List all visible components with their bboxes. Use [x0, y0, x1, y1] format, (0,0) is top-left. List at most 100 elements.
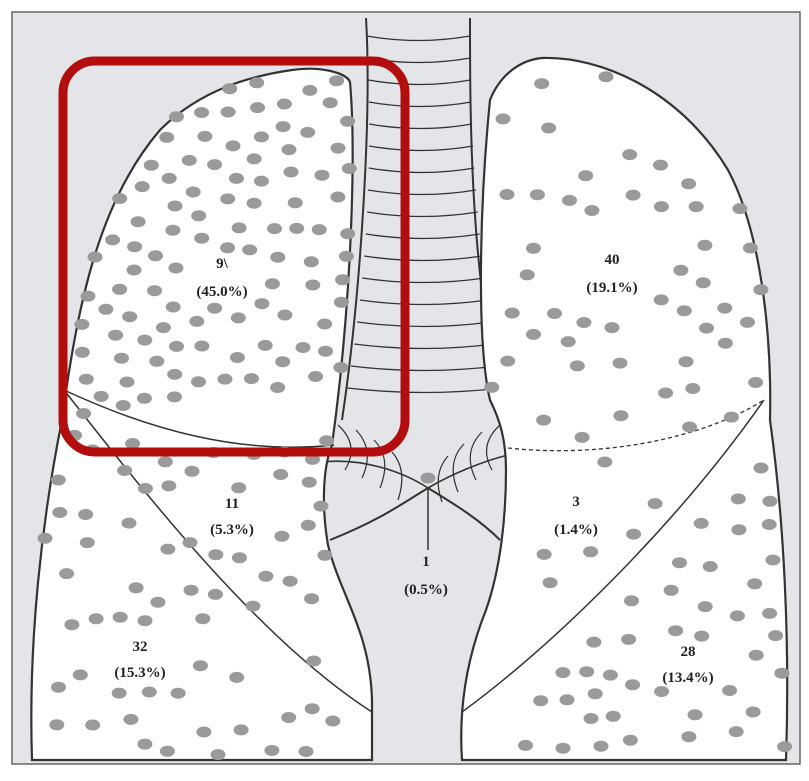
nodule-dot-left-upper [530, 189, 545, 200]
nodule-dot-left-upper [732, 203, 747, 214]
nodule-dot-right-lower [150, 597, 165, 608]
nodule-dot-left-lower [681, 731, 696, 742]
nodule-dot-right-upper [282, 144, 297, 155]
label-right-lower-count: 32 [133, 639, 148, 655]
nodule-dot-right-upper [105, 234, 120, 245]
nodule-dot-right-upper [127, 265, 142, 276]
nodule-dot-left-lower [668, 625, 683, 636]
nodule-dot-right-upper [98, 304, 113, 315]
nodule-dot-right-upper [250, 102, 265, 113]
nodule-dot-right-lower [183, 537, 198, 548]
nodule-dot-right-middle [274, 531, 289, 542]
nodule-dot-left-upper [699, 323, 714, 334]
label-right-lower-percent: (15.3%) [114, 665, 165, 681]
nodule-dot-right-upper [277, 310, 292, 321]
nodule-dot-right-middle [301, 520, 316, 531]
nodule-dot-left-upper [677, 305, 692, 316]
nodule-dot-right-upper [144, 160, 159, 171]
nodule-dot-right-middle [319, 435, 334, 446]
nodule-dot-left-upper [748, 377, 763, 388]
nodule-dot-right-upper [333, 362, 348, 373]
nodule-dot-right-upper [276, 121, 291, 132]
nodule-dot-right-upper [229, 173, 244, 184]
nodule-dot-right-upper [258, 340, 273, 351]
nodule-dot-right-lower [64, 619, 79, 630]
nodule-dot-right-upper [165, 225, 180, 236]
nodule-dot-left-lower [654, 686, 669, 697]
nodule-dot-right-upper [300, 127, 315, 138]
nodule-dot-right-lower [142, 687, 157, 698]
nodule-dot-lingula [648, 498, 663, 509]
nodule-dot-left-lower [672, 557, 687, 568]
nodule-dot-right-upper [207, 159, 222, 170]
nodule-dot-left-lower [762, 608, 777, 619]
nodule-dot-left-upper [724, 412, 739, 423]
label-carina-count: 1 [422, 554, 430, 570]
label-right-middle-percent: (5.3%) [210, 522, 254, 538]
nodule-dot-right-middle [125, 438, 140, 449]
nodule-dot-left-upper [658, 388, 673, 399]
nodule-dot-right-lower [123, 714, 138, 725]
nodule-dot-right-upper [167, 369, 182, 380]
nodule-dot-right-upper [112, 193, 127, 204]
nodule-dot-right-lower [59, 568, 74, 579]
nodule-dot-left-lower [579, 666, 594, 677]
nodule-dot-right-upper [342, 163, 357, 174]
nodule-dot-left-upper [682, 422, 697, 433]
nodule-dot-right-upper [191, 376, 206, 387]
nodule-dot-right-lower [129, 582, 144, 593]
nodule-dot-right-lower [73, 669, 88, 680]
nodule-dot-right-upper [277, 99, 292, 110]
nodule-dot-right-upper [168, 201, 183, 212]
nodule-dot-right-middle [304, 593, 319, 604]
nodule-dot-right-lower [325, 716, 340, 727]
nodule-dot-left-upper [547, 308, 562, 319]
nodule-dot-right-upper [221, 107, 236, 118]
nodule-dot-right-upper [331, 143, 346, 154]
nodule-dot-right-middle [158, 456, 173, 467]
nodule-dot-right-lower [229, 672, 244, 683]
nodule-dot-left-lower [606, 711, 621, 722]
nodule-dot-left-lower [694, 631, 709, 642]
nodule-dot-left-lower [603, 670, 618, 681]
nodule-dot-right-upper [168, 263, 183, 274]
nodule-dot-right-upper [304, 256, 319, 267]
nodule-dot-right-upper [166, 302, 181, 313]
nodule-dot-right-lower [160, 544, 175, 555]
nodule-dot-lingula [583, 546, 598, 557]
nodule-dot-left-upper [576, 317, 591, 328]
nodule-dot-left-upper [584, 205, 599, 216]
nodule-dot-right-upper [120, 377, 135, 388]
nodule-dot-right-upper [330, 192, 345, 203]
nodule-dot-lingula [537, 549, 552, 560]
nodule-dot-left-lower [588, 688, 603, 699]
nodule-dot-right-upper [114, 353, 129, 364]
nodule-dot-right-upper [296, 342, 311, 353]
nodule-dot-right-middle [273, 469, 288, 480]
nodule-dot-right-upper [265, 278, 280, 289]
nodule-dot-right-upper [94, 391, 109, 402]
nodule-dot-right-lower [80, 537, 95, 548]
nodule-dot-left-upper [654, 294, 669, 305]
nodule-dot-right-upper [218, 374, 233, 385]
nodule-dot-right-upper [149, 356, 164, 367]
nodule-dot-left-upper [562, 195, 577, 206]
nodule-dot-right-upper [247, 153, 262, 164]
nodule-dot-right-upper [254, 298, 269, 309]
nodule-dot-right-lower [196, 727, 211, 738]
nodule-dot-left-upper [626, 190, 641, 201]
nodule-dot-right-middle [185, 466, 200, 477]
nodule-dot-right-upper [226, 140, 241, 151]
nodule-dot-right-upper [122, 311, 137, 322]
nodule-dot-right-upper [137, 335, 152, 346]
nodule-dot-right-upper [289, 223, 304, 234]
nodule-dot-left-lower [556, 743, 571, 754]
nodule-dot-left-lower [623, 735, 638, 746]
nodule-dot-right-upper [131, 216, 146, 227]
nodule-dot-left-lower [762, 519, 777, 530]
nodule-dot-left-lower [621, 634, 636, 645]
nodule-dot-right-upper [254, 176, 269, 187]
nodule-dot-right-lower [117, 465, 132, 476]
nodule-dot-left-lower [584, 713, 599, 724]
